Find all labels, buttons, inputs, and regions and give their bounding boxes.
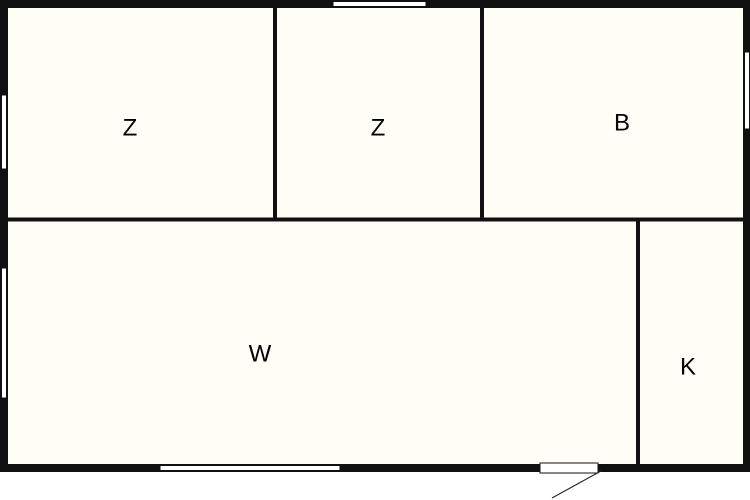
- door-swing-line: [551, 470, 602, 499]
- room-label-b: B: [614, 109, 630, 136]
- floor: [4, 4, 747, 468]
- room-label-z-2: Z: [371, 114, 386, 141]
- room-label-k: K: [680, 353, 696, 380]
- window-left-lower: [1, 267, 7, 399]
- window-right: [744, 51, 750, 130]
- window-top: [332, 1, 427, 7]
- window-left-upper: [1, 94, 7, 170]
- room-label-z-1: Z: [123, 114, 138, 141]
- window-bottom: [159, 465, 341, 471]
- room-label-w: W: [249, 340, 272, 367]
- entrance-door: [539, 462, 602, 499]
